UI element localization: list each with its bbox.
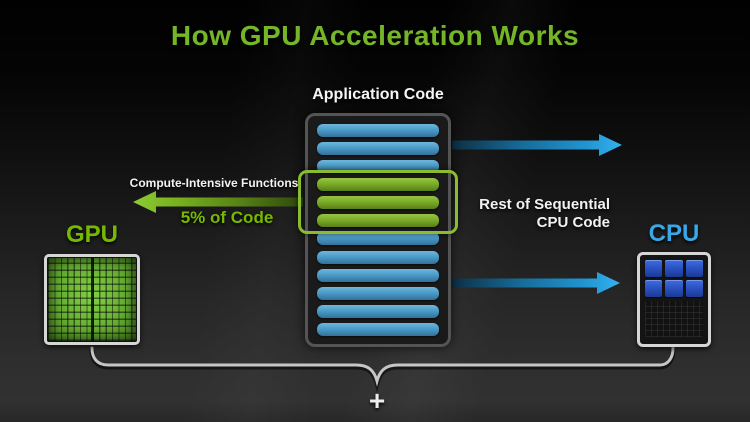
blue-code-bar <box>317 142 439 156</box>
gpu-chip-icon <box>44 254 140 345</box>
blue-code-bar <box>317 286 439 300</box>
cpu-core <box>645 260 663 277</box>
cpu-core <box>665 260 683 277</box>
cpu-core <box>645 280 663 297</box>
cpu-core <box>665 280 683 297</box>
rest-label-line2: CPU Code <box>536 214 610 231</box>
compute-intensive-functions-label: Compute-Intensive Functions <box>129 176 299 190</box>
blue-code-bar <box>317 268 439 282</box>
blue-code-bar <box>317 160 439 174</box>
cpu-cores <box>645 260 703 297</box>
compute-functions-highlight-outline <box>298 170 458 234</box>
blue-arrow-top-to-cpu-icon <box>452 134 622 156</box>
blue-code-bar <box>317 322 439 336</box>
blue-arrow-bottom-to-cpu-icon <box>452 272 620 294</box>
green-code-bar <box>317 178 439 192</box>
green-code-bar <box>317 196 439 210</box>
blue-code-bar <box>317 304 439 318</box>
green-code-bar <box>317 214 439 228</box>
curly-brace-icon <box>90 346 675 387</box>
cpu-die-texture <box>645 301 703 337</box>
rest-label-line1: Rest of Sequential <box>479 196 610 213</box>
bracket-shadow <box>89 347 676 393</box>
blue-code-bar <box>317 124 439 137</box>
gpu-label: GPU <box>65 221 118 248</box>
cpu-core <box>685 280 703 297</box>
cpu-core <box>685 260 703 277</box>
cpu-chip-icon <box>637 252 711 347</box>
rest-of-sequential-cpu-code-label: Rest of Sequential CPU Code <box>430 196 610 232</box>
blue-code-bar <box>317 250 439 264</box>
plus-sign: + <box>368 385 386 416</box>
blue-code-bar <box>317 232 439 246</box>
five-percent-of-code-label: 5% of Code <box>180 208 274 227</box>
gpu-die-divider <box>90 258 94 341</box>
cpu-label: CPU <box>648 220 700 247</box>
application-code-label: Application Code <box>312 86 444 103</box>
page-title: How GPU Acceleration Works <box>170 20 580 51</box>
